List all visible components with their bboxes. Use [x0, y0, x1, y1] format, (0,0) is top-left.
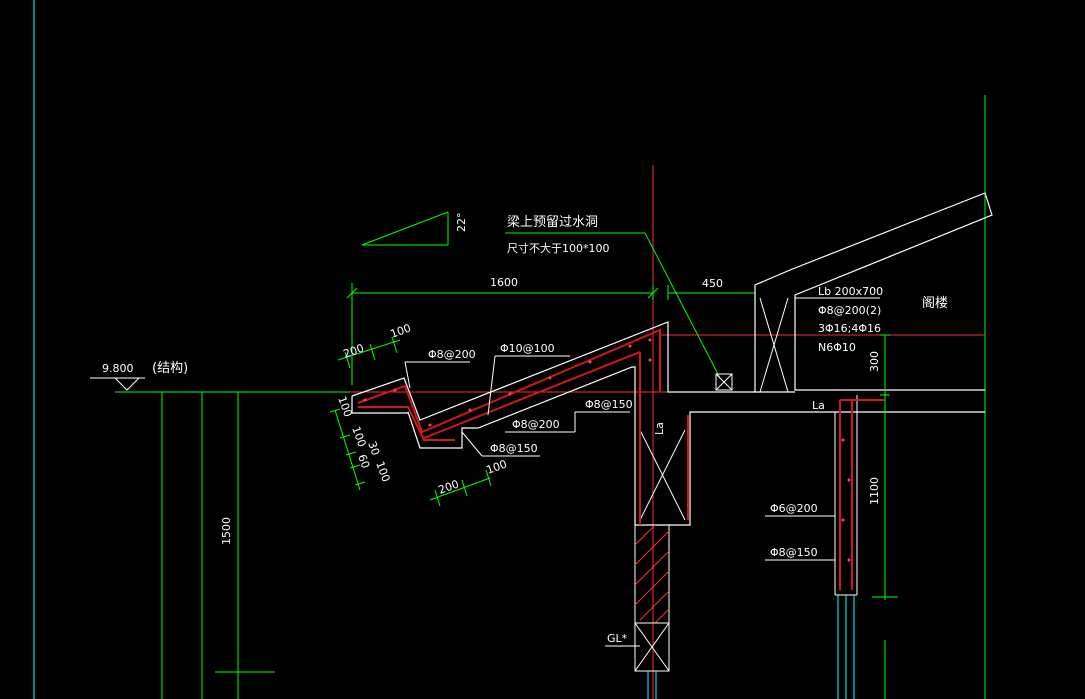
dim-100-bottom: 100 — [485, 457, 509, 476]
rebar-phi10-100: Φ10@100 — [500, 342, 555, 355]
dim-60: 60 — [355, 453, 372, 471]
slope-label: 22° — [455, 213, 468, 233]
wall-hatch — [634, 524, 670, 699]
beam-spec-line4: N6Φ10 — [818, 341, 856, 354]
dim-1600-line — [346, 283, 659, 385]
eave-outline — [351, 192, 993, 526]
beam-spec-line3: 3Φ16;4Φ16 — [818, 322, 881, 335]
dim-100-top: 100 — [389, 321, 413, 340]
note-line2: 尺寸不大于100*100 — [507, 241, 610, 255]
rebar-lines — [357, 328, 885, 590]
rebar-leaders — [404, 355, 835, 647]
note-line1: 梁上预留过水洞 — [507, 215, 598, 230]
slope-indicator — [361, 211, 449, 246]
la-right-label: La — [812, 399, 825, 412]
level-marker: 9.800 (结构) — [90, 361, 350, 393]
dim-1100: 1100 — [868, 477, 881, 505]
note-leader — [505, 232, 721, 379]
right-column — [834, 395, 858, 699]
water-hole-symbol — [715, 373, 733, 391]
level-value: 9.800 — [102, 362, 134, 375]
rebar-phi8-200-a: Φ8@200 — [428, 348, 476, 361]
right-dims — [872, 334, 898, 699]
dim-1600: 1600 — [490, 276, 518, 289]
dim-1500: 1500 — [220, 517, 233, 545]
room-label: 阁楼 — [922, 296, 948, 311]
dim-200-top: 200 — [342, 341, 366, 360]
dim-100-b: 100 — [373, 460, 392, 484]
beam-hatch-x — [639, 297, 789, 521]
level-note: (结构) — [152, 361, 188, 376]
rebar-dots — [363, 338, 851, 562]
rebar-phi8-200-b: Φ8@200 — [512, 418, 560, 431]
left-dimension-lines — [157, 391, 275, 699]
beam-spec-line1: Lb 200x700 — [818, 285, 883, 298]
rebar-phi8-150-c: Φ8@150 — [770, 546, 818, 559]
rebar-phi8-150-b: Φ8@150 — [490, 442, 538, 455]
rebar-phi8-150-a: Φ8@150 — [585, 398, 633, 411]
dim-300: 300 — [868, 351, 881, 372]
la-left-label: La — [653, 422, 666, 435]
beam-spec-line2: Φ8@200(2) — [818, 304, 881, 317]
gl-label: GL* — [607, 632, 628, 645]
dim-200-bottom: 200 — [437, 477, 461, 496]
dim-30: 30 — [365, 440, 382, 458]
dim-450: 450 — [702, 277, 723, 290]
rebar-phi6-200: Φ6@200 — [770, 502, 818, 515]
eave-dims — [329, 336, 492, 507]
